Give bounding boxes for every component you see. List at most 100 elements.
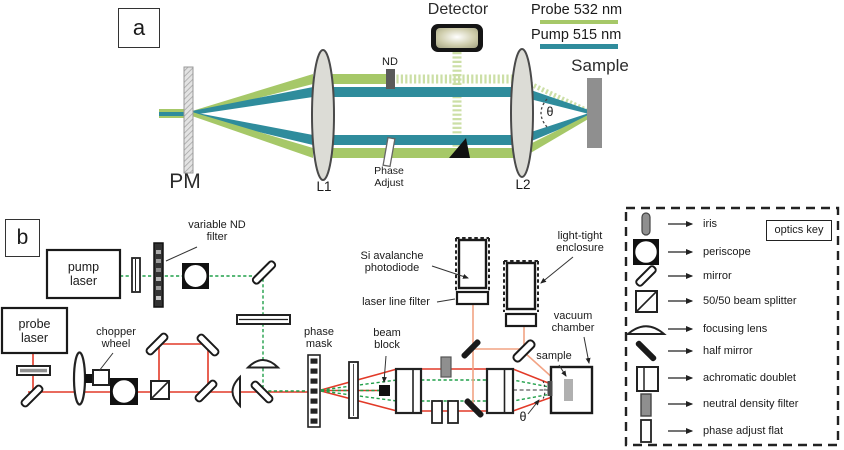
- theta-arc-b: [542, 380, 546, 400]
- legend-probe-label: Probe 532 nm: [531, 2, 623, 18]
- pm-grating: [183, 66, 194, 174]
- key-glyph-iris: [641, 212, 651, 236]
- theta-arc-a: [540, 98, 548, 128]
- si-apd-label: Si avalanche photodiode: [360, 250, 424, 275]
- beam-block-device: [379, 385, 390, 396]
- mirror-beam-combiner: [250, 380, 274, 404]
- panel-b-diagram: [0, 237, 594, 428]
- key-glyph-mirror: [635, 265, 657, 287]
- signal-beam-salmon: [472, 304, 565, 407]
- mirror-signal: [512, 339, 536, 363]
- key-label-focusing-lens: focusing lens: [703, 323, 768, 335]
- key-label-iris: iris: [703, 218, 718, 230]
- periscope-pump: [182, 263, 209, 289]
- tall-flat: [348, 361, 359, 419]
- focusing-lens-pump: [245, 359, 281, 369]
- light-tight-label: light-tight enclosure: [556, 230, 604, 255]
- half-mirror-upper: [461, 339, 481, 359]
- mirror-probe-turn: [20, 384, 44, 408]
- sample-label-b: sample: [536, 350, 572, 362]
- phase-mask-device: [307, 354, 321, 428]
- key-label-mirror: mirror: [703, 270, 732, 282]
- key-glyph-periscope: [633, 239, 659, 265]
- phase-mask-label: phase mask: [304, 326, 334, 351]
- nd-filter-mid: [440, 356, 452, 378]
- chopper-wheel-label: chopper wheel: [96, 326, 136, 351]
- phase-adjust-flat-2: [447, 400, 459, 424]
- sample-label-a: Sample: [571, 56, 629, 75]
- optics-key-border: [624, 206, 840, 447]
- legend-probe-line: [540, 20, 618, 24]
- phase-adjust-flat-a: [382, 136, 396, 168]
- input-beam: [159, 109, 184, 118]
- key-label-nd-filter: neutral density filter: [703, 398, 799, 410]
- pump-laser-box: [45, 248, 122, 300]
- phase-adjust-label: Phase Adjust: [374, 165, 404, 189]
- panel-a-diagram: [159, 24, 602, 181]
- theta-label-a: θ: [546, 105, 554, 119]
- phase-adjust-flat-1: [431, 400, 443, 424]
- mirror-delay-1: [145, 332, 169, 356]
- pm-label: PM: [169, 170, 201, 193]
- key-label-achromatic-doublet: achromatic doublet: [703, 372, 796, 384]
- beam-fan-pm-l1: [192, 74, 313, 158]
- key-glyph-achromatic-doublet: [636, 366, 659, 392]
- l2-label: L2: [515, 177, 531, 192]
- panel-b-tag: b: [5, 219, 40, 257]
- optics-key-title: optics key: [766, 220, 832, 241]
- lens-l1: [311, 49, 335, 181]
- achromatic-doublet-2: [485, 367, 515, 415]
- achromatic-doublet-pump: [236, 314, 291, 325]
- pickoff-prism: [449, 138, 470, 158]
- nd-label-a: ND: [382, 56, 398, 68]
- probe-laser-label: probe laser: [18, 316, 51, 345]
- beams-collimated: [318, 74, 524, 158]
- beam-fan-l2-sample: [520, 77, 590, 158]
- achromatic-doublet-1: [394, 367, 423, 415]
- variable-nd-label: variable ND filter: [188, 219, 246, 244]
- detector-label: Detector: [427, 1, 489, 18]
- half-mirror-lower: [464, 398, 484, 418]
- variable-nd-filter-device: [153, 242, 164, 308]
- vacuum-chamber-box: [547, 365, 594, 415]
- probe-laser-box: [0, 306, 69, 355]
- key-glyph-half-mirror: [635, 340, 657, 362]
- photodiode-left: [455, 237, 490, 306]
- pump-beam-green: [120, 275, 566, 402]
- pump-laser-label: pump laser: [67, 260, 100, 288]
- legend-pump-line: [540, 44, 618, 49]
- vacuum-chamber-label: vacuum chamber: [551, 310, 595, 335]
- nd-filter-a: [386, 69, 395, 89]
- sample-a: [587, 78, 602, 148]
- key-label-phase-adjust-flat: phase adjust flat: [703, 425, 784, 437]
- key-label-beam-splitter: 50/50 beam splitter: [703, 295, 797, 307]
- key-glyph-nd-filter: [640, 393, 652, 417]
- periscope-probe: [110, 378, 138, 405]
- nd-filter-probe: [16, 365, 51, 376]
- l1-label: L1: [316, 179, 332, 194]
- flat-pump: [131, 257, 141, 293]
- optics-key-panel: [624, 206, 840, 447]
- lens-l2: [510, 48, 534, 178]
- laser-line-filter-label: laser line filter: [362, 296, 430, 308]
- key-label-half-mirror: half mirror: [703, 345, 753, 357]
- focusing-lens-probe: [231, 374, 241, 409]
- key-glyph-focusing-lens: [625, 325, 667, 335]
- detector-device: [431, 24, 483, 52]
- mirror-delay-3: [194, 379, 218, 403]
- mirror-pump-turn: [251, 260, 277, 285]
- mirror-delay-2: [196, 333, 220, 357]
- key-glyph-beam-splitter: [635, 290, 658, 313]
- legend-pump-label: Pump 515 nm: [531, 27, 622, 43]
- photodiode-right: [503, 260, 539, 328]
- panel-a-tag: a: [118, 8, 160, 48]
- leader-lines: [98, 246, 591, 415]
- theta-label-b: θ: [519, 410, 527, 424]
- key-arrows: [668, 221, 694, 434]
- key-label-periscope: periscope: [703, 246, 751, 258]
- beam-splitter-5050: [150, 380, 170, 400]
- key-glyph-phase-adjust-flat: [640, 419, 652, 443]
- chopper-wheel-device: [72, 351, 110, 406]
